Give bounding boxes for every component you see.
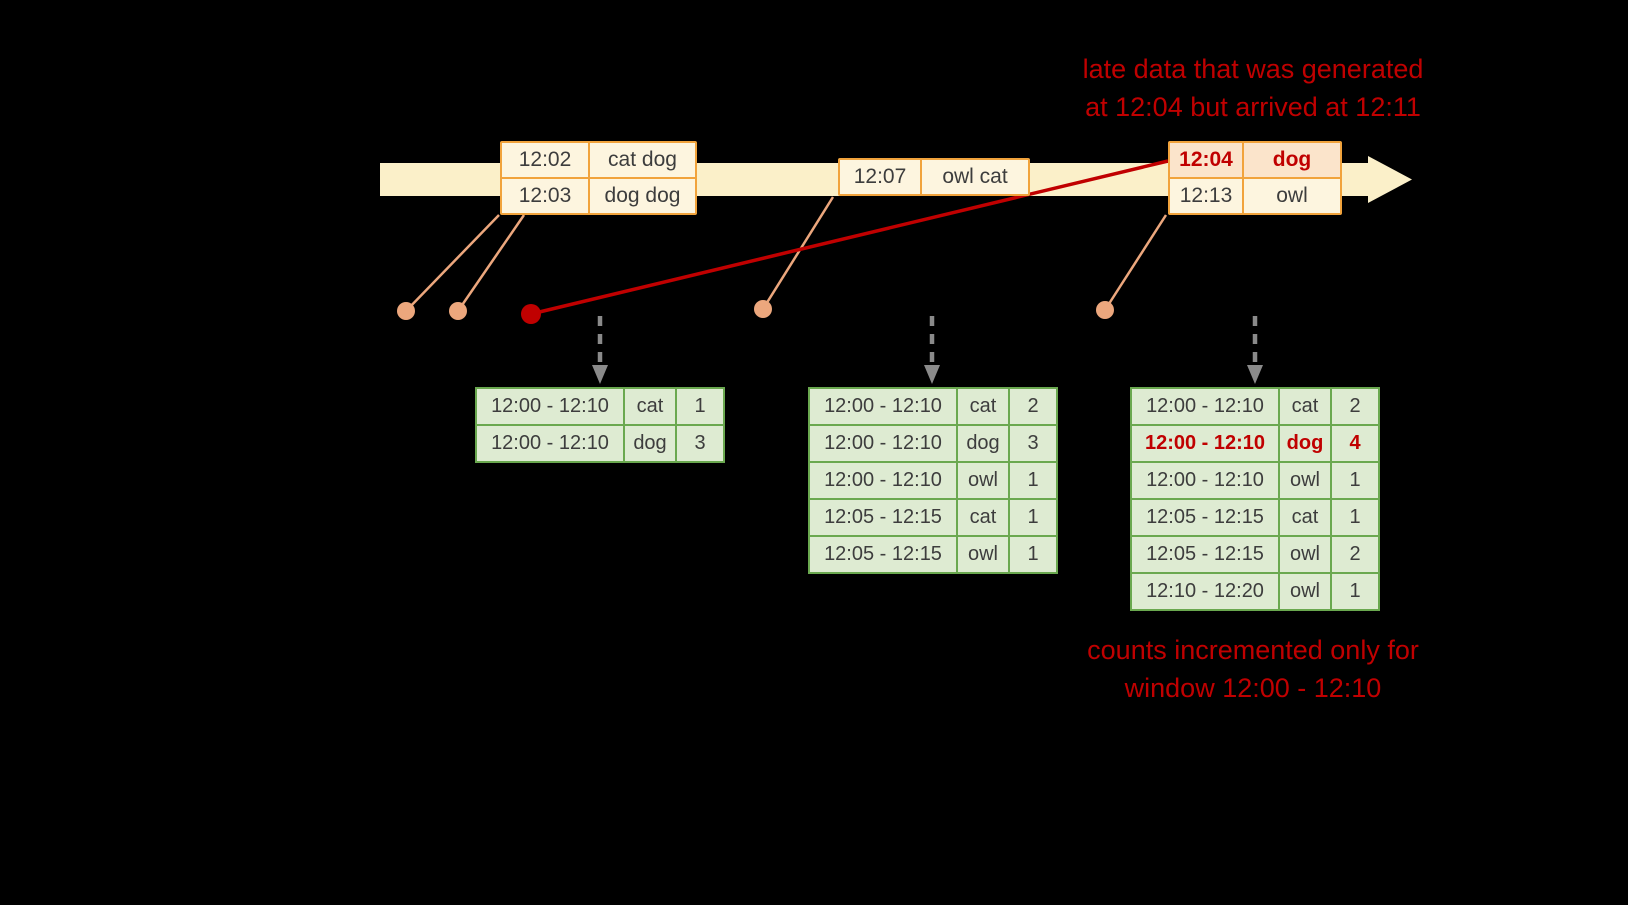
result-count: 2 bbox=[1332, 537, 1378, 572]
result-count: 1 bbox=[1332, 500, 1378, 535]
result-window: 12:00 - 12:10 bbox=[1132, 389, 1278, 424]
result-count: 1 bbox=[1332, 463, 1378, 498]
result-word: owl bbox=[958, 537, 1008, 572]
result-count: 1 bbox=[1010, 537, 1056, 572]
result-window: 12:00 - 12:10 bbox=[810, 463, 956, 498]
event-connector-line bbox=[761, 196, 835, 310]
event-dot bbox=[397, 302, 415, 320]
annotation-line: late data that was generated bbox=[1082, 54, 1424, 84]
event-time: 12:07 bbox=[840, 160, 920, 194]
event-words: owl cat bbox=[922, 160, 1028, 194]
result-word: dog bbox=[1280, 426, 1330, 461]
result-word: owl bbox=[1280, 537, 1330, 572]
result-word: cat bbox=[1280, 500, 1330, 535]
result-window: 12:00 - 12:10 bbox=[477, 426, 623, 461]
event-connector-line bbox=[1103, 214, 1168, 311]
event-dot bbox=[1096, 301, 1114, 319]
annotation-line: at 12:04 but arrived at 12:11 bbox=[1085, 92, 1421, 122]
result-count: 2 bbox=[1010, 389, 1056, 424]
event-time: 12:13 bbox=[1170, 179, 1242, 213]
annotation-line: window 12:00 - 12:10 bbox=[1124, 673, 1382, 703]
event-words: cat dog bbox=[590, 143, 695, 177]
event-words: dog dog bbox=[590, 179, 695, 213]
result-window: 12:00 - 12:10 bbox=[810, 426, 956, 461]
result-word: dog bbox=[625, 426, 675, 461]
result-window: 12:10 - 12:20 bbox=[1132, 574, 1278, 609]
result-window: 12:05 - 12:15 bbox=[810, 537, 956, 572]
counts-annotation: counts incremented only for window 12:00… bbox=[1023, 631, 1483, 707]
late-data-annotation: late data that was generated at 12:04 bu… bbox=[1023, 50, 1483, 126]
result-count: 3 bbox=[677, 426, 723, 461]
event-connector-line bbox=[405, 214, 500, 312]
event-dot bbox=[449, 302, 467, 320]
event-time: 12:04 bbox=[1170, 143, 1242, 177]
trigger-arrow bbox=[592, 316, 608, 384]
result-count: 3 bbox=[1010, 426, 1056, 461]
result-word: owl bbox=[958, 463, 1008, 498]
result-word: cat bbox=[958, 389, 1008, 424]
result-count: 1 bbox=[1010, 500, 1056, 535]
result-word: owl bbox=[1280, 463, 1330, 498]
trigger-arrow bbox=[1247, 316, 1263, 384]
event-words: dog bbox=[1244, 143, 1340, 177]
trigger-arrow bbox=[924, 316, 940, 384]
result-word: cat bbox=[625, 389, 675, 424]
result-window: 12:00 - 12:10 bbox=[1132, 463, 1278, 498]
late-event-dot bbox=[521, 304, 541, 324]
event-time: 12:02 bbox=[502, 143, 588, 177]
event-connector-line bbox=[456, 214, 526, 312]
event-words: owl bbox=[1244, 179, 1340, 213]
late-data-line bbox=[530, 159, 1169, 316]
result-count: 1 bbox=[1332, 574, 1378, 609]
result-count: 2 bbox=[1332, 389, 1378, 424]
result-count: 1 bbox=[677, 389, 723, 424]
result-window: 12:00 - 12:10 bbox=[810, 389, 956, 424]
result-word: owl bbox=[1280, 574, 1330, 609]
result-count: 1 bbox=[1010, 463, 1056, 498]
result-word: cat bbox=[1280, 389, 1330, 424]
result-word: cat bbox=[958, 500, 1008, 535]
result-count: 4 bbox=[1332, 426, 1378, 461]
event-time: 12:03 bbox=[502, 179, 588, 213]
annotation-line: counts incremented only for bbox=[1087, 635, 1419, 665]
result-window: 12:05 - 12:15 bbox=[1132, 500, 1278, 535]
result-window: 12:05 - 12:15 bbox=[810, 500, 956, 535]
event-dot bbox=[754, 300, 772, 318]
result-window: 12:00 - 12:10 bbox=[477, 389, 623, 424]
result-window: 12:00 - 12:10 bbox=[1132, 426, 1278, 461]
result-word: dog bbox=[958, 426, 1008, 461]
result-window: 12:05 - 12:15 bbox=[1132, 537, 1278, 572]
